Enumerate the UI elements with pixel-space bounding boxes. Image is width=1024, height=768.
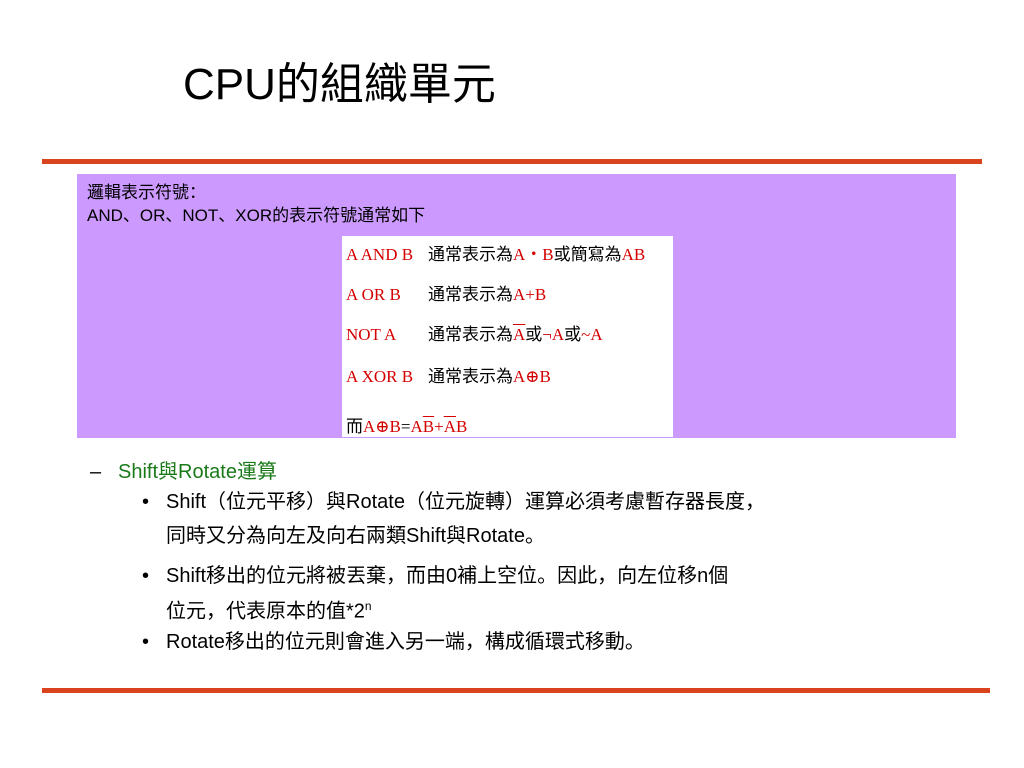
op-desc: 或 [564, 325, 582, 344]
op-desc: 通常表示為 [428, 285, 513, 304]
bullet-line: Shift（位元平移）與Rotate（位元旋轉）運算必須考慮暫存器長度， [166, 491, 765, 513]
op-expr: ¬A [542, 325, 565, 344]
op-expr: A [513, 325, 526, 344]
bullet-line-2: 位元，代表原本的值*2n [166, 592, 372, 626]
exponent: n [364, 599, 372, 613]
op-desc: 通常表示為 [428, 367, 513, 386]
top-divider [42, 159, 982, 164]
notation-row-xor: A XOR B 通常表示為A⊕B [346, 362, 551, 387]
op-expr: A⊕B [513, 367, 551, 386]
section-heading: –Shift與Rotate運算 [90, 455, 277, 484]
section-title: Shift與Rotate運算 [118, 461, 277, 483]
bullet-line: Rotate移出的位元則會進入另一端，構成循環式移動。 [166, 631, 645, 653]
op-desc: 或簡寫為 [553, 245, 622, 264]
panel-subheading: AND、OR、NOT、XOR的表示符號通常如下 [87, 206, 426, 225]
bullet-dot: • [142, 631, 150, 653]
bullet-line-text: 位元，代表原本的值*2 [166, 600, 365, 623]
op-label: A XOR B [346, 367, 414, 386]
identity-term: A [443, 417, 456, 436]
op-label: A AND B [346, 245, 414, 264]
op-desc: 通常表示為 [428, 245, 513, 264]
bottom-divider [42, 688, 990, 693]
op-expr: AB [621, 245, 646, 264]
bullet-line: 同時又分為向左及向右兩類Shift與Rotate。 [166, 525, 545, 547]
identity-term: B [422, 417, 435, 436]
op-desc: 或 [525, 325, 543, 344]
identity-plus: + [434, 417, 444, 436]
identity-prefix: 而 [346, 417, 363, 436]
op-desc: 通常表示為 [428, 325, 513, 344]
panel-heading: 邏輯表示符號： [87, 183, 206, 202]
identity-term: A [410, 417, 423, 436]
dash-marker: – [90, 461, 102, 483]
identity-lhs: A⊕B [363, 417, 401, 436]
xor-identity: 而A⊕B=AB+AB [346, 412, 467, 437]
identity-eq: = [400, 417, 411, 436]
op-expr: A+B [513, 285, 547, 304]
notation-row-or: A OR B 通常表示為A+B [346, 280, 546, 305]
notation-row-and: A AND B 通常表示為A・B或簡寫為AB [346, 240, 645, 265]
bullet-dot: • [142, 491, 150, 513]
identity-term: B [455, 417, 468, 436]
op-label: A OR B [346, 285, 401, 304]
op-expr: A・B [513, 245, 554, 264]
logic-notation-panel: 邏輯表示符號： AND、OR、NOT、XOR的表示符號通常如下 A AND B 通… [77, 174, 956, 438]
slide-title: CPU的組織單元 [183, 60, 496, 109]
op-label: NOT A [346, 325, 397, 344]
bullet-line: Shift移出的位元將被丟棄，而由0補上空位。因此，向左位移n個 [166, 565, 729, 587]
bullet-dot: • [142, 565, 150, 587]
op-expr: ~A [581, 325, 603, 344]
